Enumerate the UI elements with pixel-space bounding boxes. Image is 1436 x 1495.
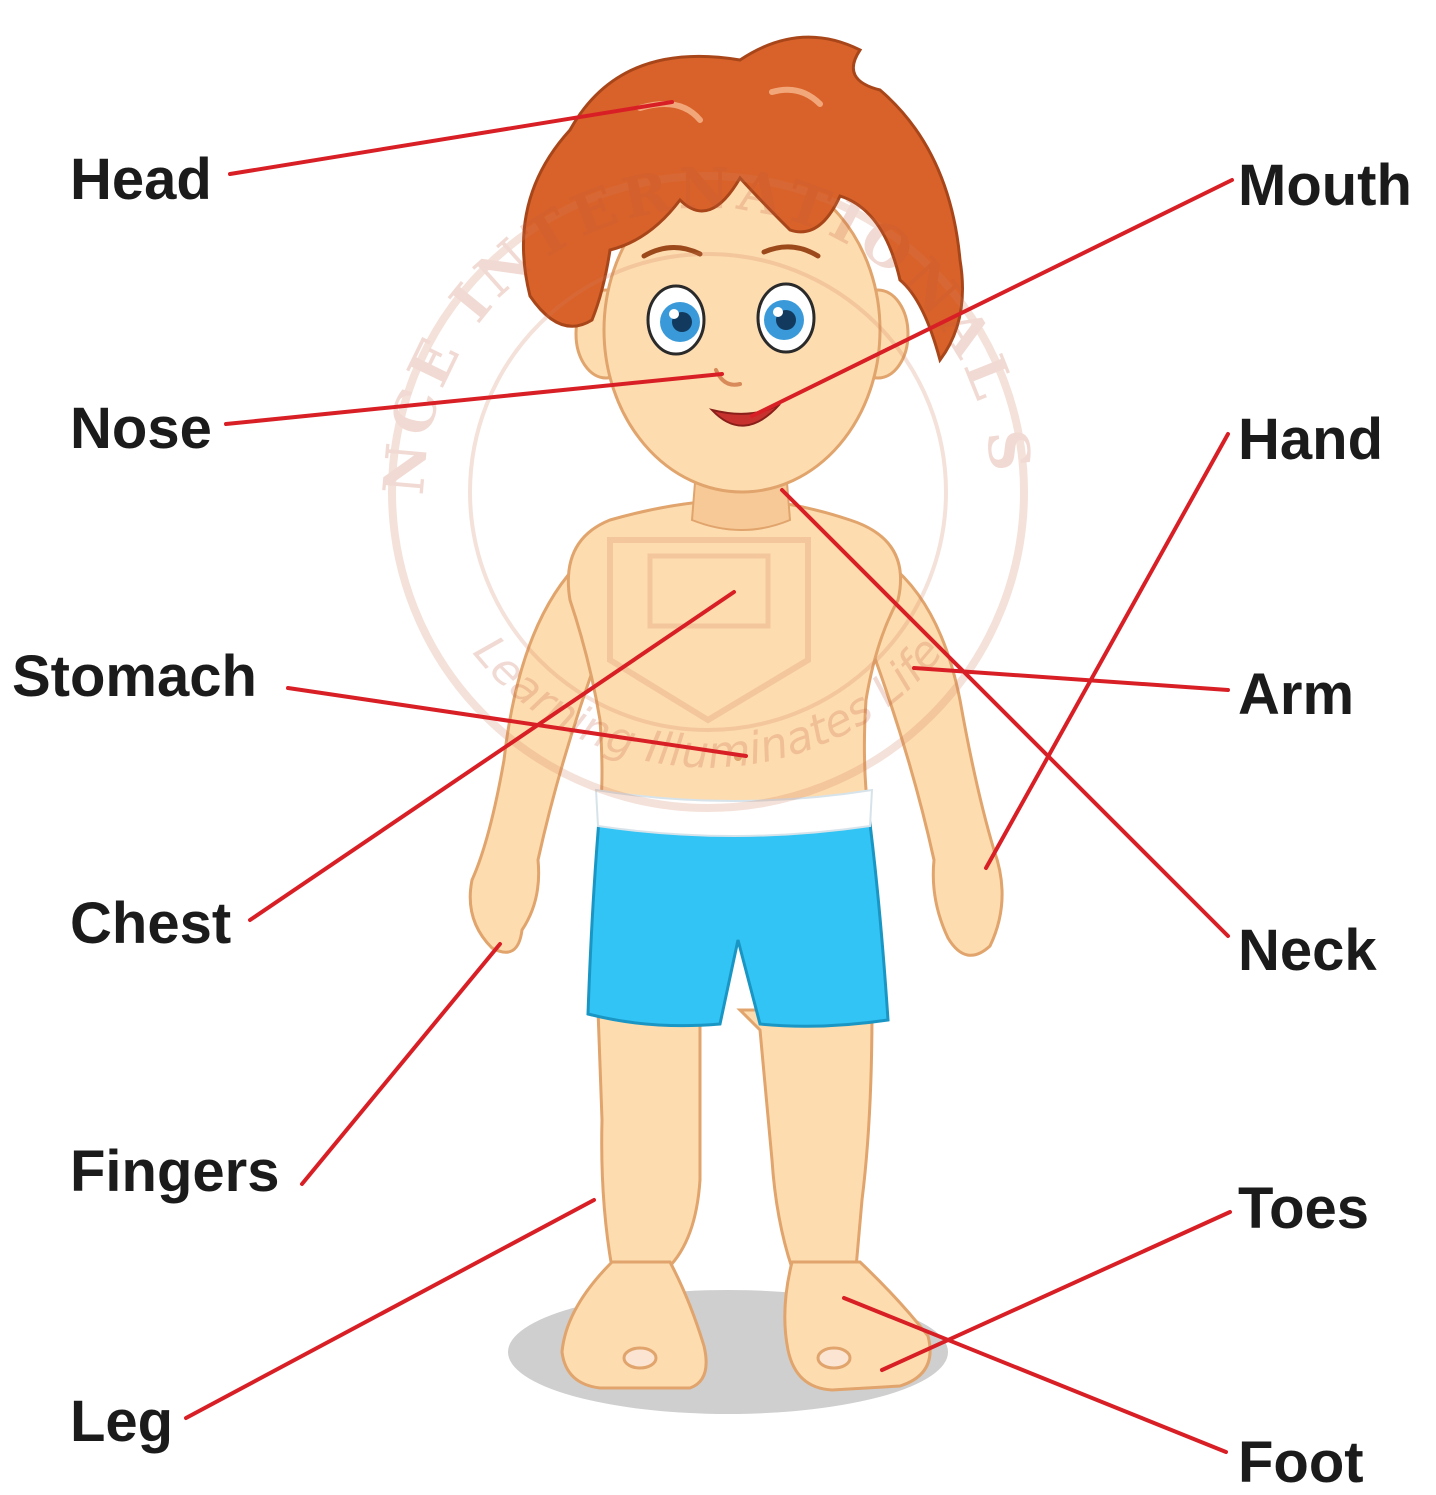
pointer-line-fingers: [302, 944, 500, 1184]
pointer-line-foot: [844, 1298, 1226, 1452]
pointer-line-chest: [250, 592, 734, 920]
label-stomach: Stomach: [12, 648, 257, 706]
label-mouth: Mouth: [1238, 157, 1412, 215]
pointer-line-hand: [986, 434, 1228, 868]
pointer-line-mouth: [752, 180, 1232, 416]
label-arm: Arm: [1238, 666, 1354, 724]
pointer-line-nose: [226, 374, 722, 424]
pointer-line-head: [230, 102, 672, 174]
pointer-line-toes: [882, 1212, 1230, 1370]
label-head: Head: [70, 151, 212, 209]
label-neck: Neck: [1238, 922, 1377, 980]
label-nose: Nose: [70, 400, 212, 458]
label-chest: Chest: [70, 895, 231, 953]
pointer-line-stomach: [288, 688, 746, 756]
label-foot: Foot: [1238, 1434, 1364, 1492]
label-fingers: Fingers: [70, 1143, 280, 1201]
label-hand: Hand: [1238, 411, 1383, 469]
label-leg: Leg: [70, 1393, 173, 1451]
pointer-line-leg: [186, 1200, 594, 1418]
label-toes: Toes: [1238, 1180, 1369, 1238]
